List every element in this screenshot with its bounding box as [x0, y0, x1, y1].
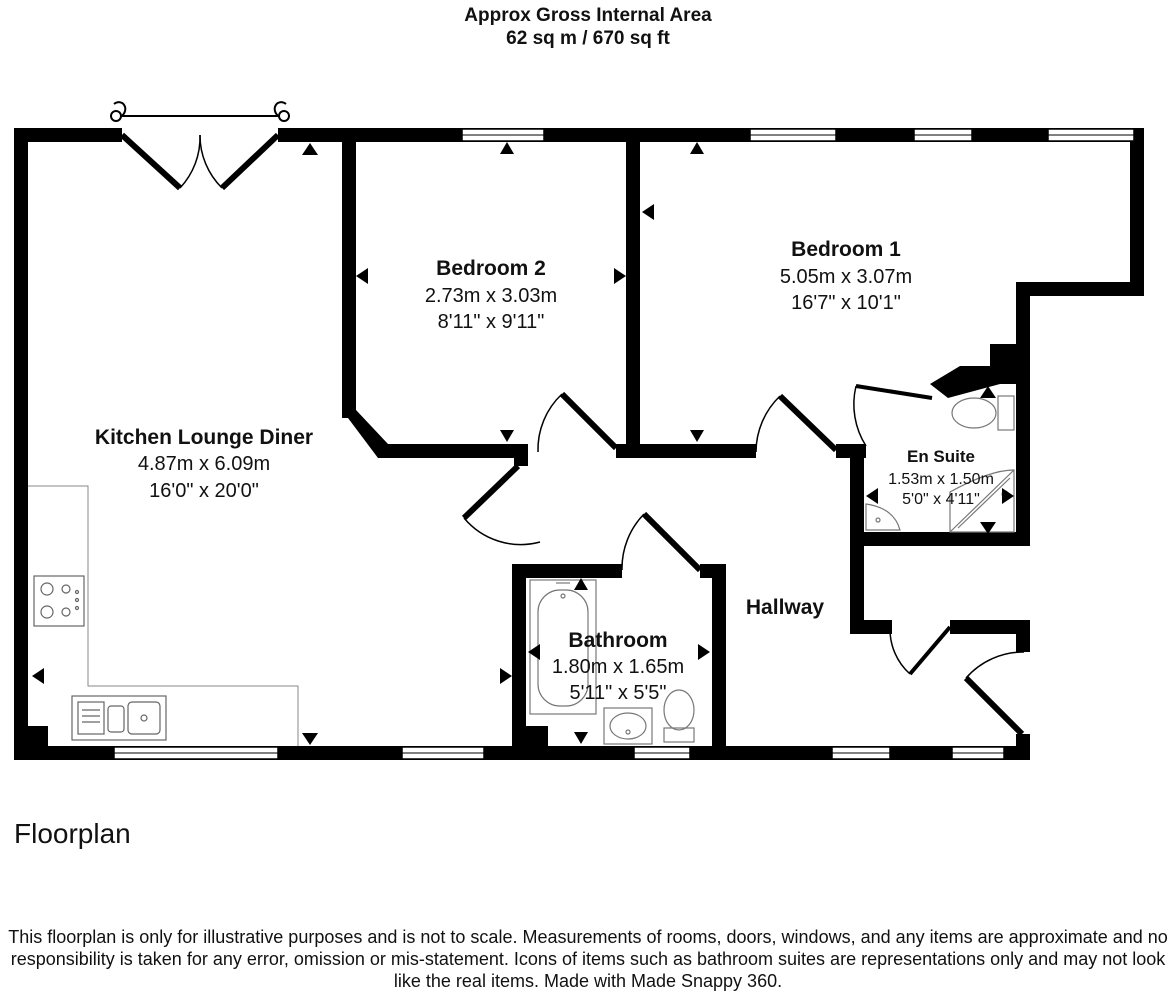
floorplan-diagram: Kitchen Lounge Diner 4.87m x 6.09m 16'0"… — [14, 101, 1144, 760]
room-metric: 1.80m x 1.65m — [552, 656, 684, 678]
room-name: Kitchen Lounge Diner — [95, 426, 313, 449]
measurement-arrows — [32, 142, 1142, 745]
room-metric: 1.53m x 1.50m — [888, 471, 994, 488]
ensuite-basin-icon — [865, 503, 901, 531]
room-en-suite: En Suite 1.53m x 1.50m 5'0" x 4'11" — [888, 447, 994, 508]
floorplan-header: Approx Gross Internal Area 62 sq m / 670… — [0, 4, 1176, 50]
room-name: Bathroom — [568, 629, 667, 652]
toilet-icon — [663, 689, 695, 743]
area-title: Approx Gross Internal Area — [464, 5, 712, 26]
room-imperial: 5'0" x 4'11" — [902, 491, 980, 508]
room-imperial: 5'11" x 5'5" — [569, 682, 666, 704]
disclaimer-text: This floorplan is only for illustrative … — [8, 927, 1168, 991]
room-name: Bedroom 1 — [791, 238, 901, 261]
basin-icon — [603, 707, 653, 745]
room-name: En Suite — [907, 447, 975, 466]
room-imperial: 8'11" x 9'11" — [438, 311, 545, 333]
room-metric: 4.87m x 6.09m — [138, 453, 270, 475]
kitchen-units — [28, 485, 299, 746]
room-bedroom-1: Bedroom 1 5.05m x 3.07m 16'7" x 10'1" — [780, 238, 912, 314]
room-kitchen: Kitchen Lounge Diner 4.87m x 6.09m 16'0"… — [95, 426, 313, 502]
room-name: Bedroom 2 — [436, 257, 546, 280]
room-metric: 2.73m x 3.03m — [425, 285, 557, 307]
room-bedroom-2: Bedroom 2 2.73m x 3.03m 8'11" x 9'11" — [425, 257, 557, 333]
room-metric: 5.05m x 3.07m — [780, 266, 912, 288]
room-bathroom: Bathroom 1.80m x 1.65m 5'11" x 5'5" — [552, 629, 684, 704]
french-doors — [110, 101, 290, 191]
room-imperial: 16'7" x 10'1" — [791, 292, 901, 314]
room-name: Hallway — [746, 596, 825, 619]
area-value: 62 sq m / 670 sq ft — [506, 28, 670, 49]
doors — [461, 384, 1025, 737]
plan-label: Floorplan — [14, 818, 131, 849]
hob-icon — [33, 575, 85, 627]
room-hallway: Hallway — [746, 596, 825, 619]
sink-icon — [71, 695, 167, 741]
room-imperial: 16'0" x 20'0" — [149, 480, 259, 502]
ensuite-toilet-icon — [951, 395, 1015, 431]
